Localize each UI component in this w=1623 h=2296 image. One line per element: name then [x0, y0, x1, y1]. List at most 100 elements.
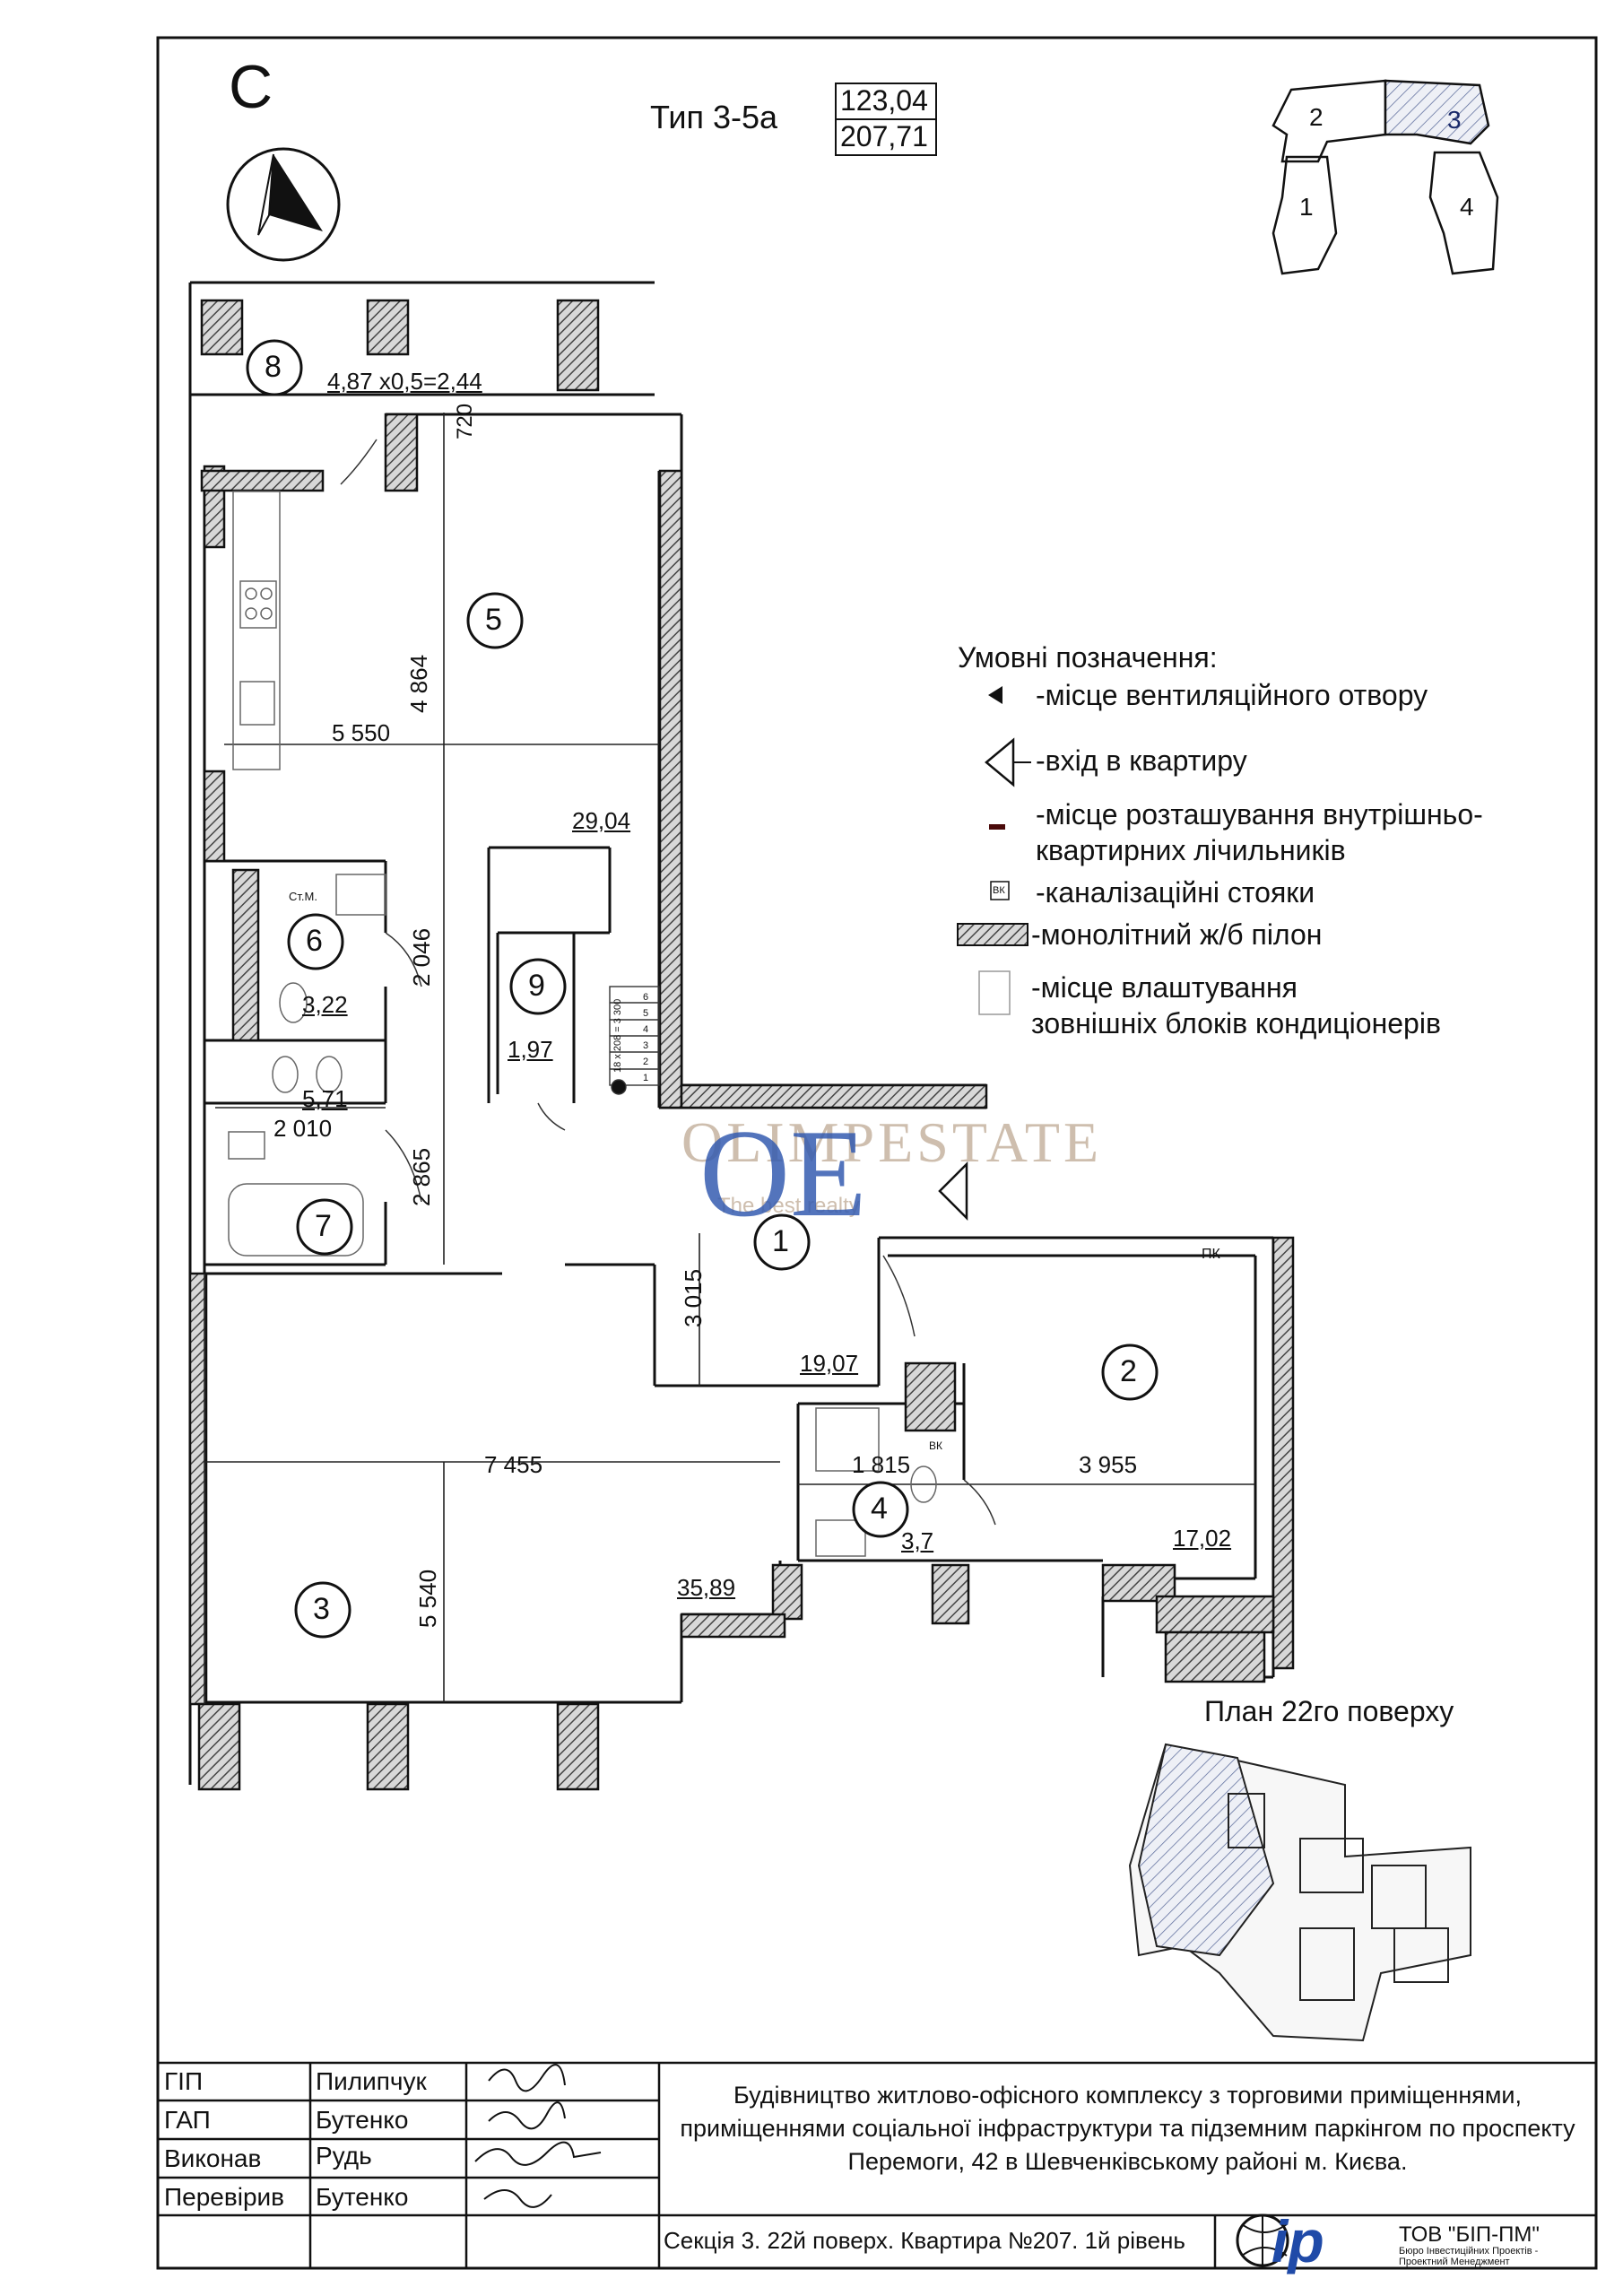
- legend-meters-2: квартирних лічильників: [1036, 834, 1346, 866]
- tb-name-3: Рудь: [316, 2142, 372, 2170]
- room-6-number: 6: [306, 924, 323, 958]
- tb-company-sub2: Проектний Менеджмент: [1399, 2257, 1510, 2267]
- area-box: [835, 83, 937, 156]
- dimension-lines: [204, 413, 1255, 1704]
- dim-1815: 1 815: [852, 1451, 911, 1478]
- watermark-logo: OLIMPESTATE The best realty OE: [681, 1104, 1102, 1243]
- vent-triangle-icon: [988, 686, 1002, 704]
- stair-1: 1: [643, 1073, 649, 1083]
- vk-label: ВК: [929, 1439, 942, 1452]
- north-arrow-icon: [226, 147, 341, 262]
- tb-name-2: Бутенко: [316, 2106, 409, 2134]
- entrance-arrow-icon: [938, 1161, 968, 1222]
- area-bottom: 207,71: [840, 120, 928, 152]
- legend-icons: [957, 686, 1031, 1015]
- entrance-arrow-legend-icon: [985, 737, 1031, 787]
- concrete-pylons: [188, 299, 1295, 1791]
- pylon-hatch-icon: [957, 923, 1028, 946]
- key-section-2: 2: [1309, 103, 1324, 131]
- tb-project-line-2: приміщеннями соціальної інфраструктури т…: [680, 2115, 1575, 2142]
- tb-name-4: Бутенко: [316, 2183, 409, 2211]
- kitchen-counter: [232, 491, 281, 770]
- ac-unit-box-icon: [978, 970, 1011, 1015]
- tb-project-line-3: Перемоги, 42 в Шевченківському районі м.…: [847, 2148, 1408, 2175]
- room-5-area: 29,04: [572, 807, 631, 834]
- room-6-area: 3,22: [302, 991, 348, 1018]
- key-section-3: 3: [1447, 106, 1462, 134]
- section-letter: С: [229, 53, 273, 121]
- tb-project-line-1: Будівництво житлово-офісного комплексу з…: [733, 2082, 1522, 2109]
- room-3-number: 3: [313, 1592, 330, 1626]
- tb-role-1: ГІП: [164, 2067, 204, 2095]
- svg-text:ip: ip: [1271, 2208, 1324, 2274]
- room-2-area: 17,02: [1173, 1525, 1232, 1552]
- mini-floor-plan: [1128, 1743, 1471, 2042]
- stair-3: 3: [643, 1040, 649, 1051]
- bathroom-fixtures: [228, 874, 937, 1557]
- stair-4: 4: [643, 1024, 649, 1035]
- sewer-riser-icon: [990, 881, 1010, 900]
- stair-6: 6: [643, 992, 649, 1003]
- legend-pylon: -монолітний ж/б пілон: [1031, 918, 1323, 951]
- room-1-area: 19,07: [800, 1350, 859, 1377]
- floor-plan-caption: План 22го поверху: [1204, 1695, 1454, 1727]
- legend-ac-2: зовнішніх блоків кондиціонерів: [1031, 1007, 1441, 1039]
- room-1-number: 1: [772, 1224, 789, 1258]
- room-4-area: 3,7: [901, 1527, 934, 1554]
- company-logo-icon: ip: [1236, 2208, 1324, 2274]
- legend-title: Умовні позначення:: [958, 641, 1218, 674]
- dim-3955: 3 955: [1079, 1451, 1138, 1478]
- watermark-tagline: The best realty: [717, 1194, 860, 1218]
- watermark-oe-mark-icon: OE: [699, 1104, 867, 1243]
- room-2-number: 2: [1120, 1354, 1137, 1388]
- tb-role-3: Виконав: [164, 2144, 262, 2172]
- room-8-number: 8: [265, 350, 282, 384]
- legend-sewer: -каналізаційні стояки: [1036, 876, 1315, 909]
- stair-note: 18 x 208 = 3 300: [612, 998, 623, 1073]
- stair-2: 2: [643, 1057, 649, 1067]
- legend-meters-1: -місце розташування внутрішньо-: [1036, 798, 1483, 831]
- legend-entrance: -вхід в квартиру: [1036, 744, 1247, 777]
- meter-bar-icon: [989, 824, 1005, 830]
- tb-name-1: Пилипчук: [316, 2067, 427, 2095]
- stair-5: 5: [643, 1008, 649, 1019]
- tb-company: ТОВ "БІП-ПМ": [1399, 2222, 1540, 2247]
- dim-2010: 2 010: [273, 1115, 333, 1142]
- title-block-grid: [158, 2061, 1596, 2268]
- dim-7455: 7 455: [484, 1451, 543, 1478]
- dim-3015: 3 015: [680, 1268, 707, 1327]
- watermark-brand: OLIMPESTATE: [681, 1110, 1102, 1174]
- key-section-1: 1: [1299, 193, 1314, 221]
- tb-sheet-title: Секція 3. 22й поверх. Квартира №207. 1й …: [664, 2227, 1185, 2254]
- area-top: 123,04: [840, 84, 928, 117]
- dim-2046: 2 046: [408, 927, 435, 987]
- key-section-4: 4: [1460, 193, 1474, 221]
- dim-2865: 2 865: [408, 1147, 435, 1206]
- door-swings: [340, 439, 996, 1526]
- legend-ac-1: -місце влаштування: [1031, 971, 1298, 1004]
- stair-treads: [609, 986, 660, 1095]
- room-8-area: 4,87 x0,5=2,44: [327, 368, 482, 395]
- room-number-circles: [246, 339, 1159, 1639]
- tb-role-2: ГАП: [164, 2106, 211, 2134]
- room-5-number: 5: [485, 603, 502, 637]
- apartment-type: Тип 3-5а: [650, 99, 778, 135]
- tb-company-sub1: Бюро Інвестиційних Проектів -: [1399, 2246, 1539, 2257]
- sheet-border: [156, 36, 1598, 2270]
- legend-vk-icon-text: ВК: [993, 885, 1005, 896]
- legend-vent: -місце вентиляційного отвору: [1036, 679, 1428, 711]
- dim-5540: 5 540: [414, 1569, 441, 1628]
- section-key-plan: [1271, 79, 1499, 275]
- dim-720: 720: [453, 403, 477, 439]
- signatures: [474, 2064, 602, 2208]
- room-9-number: 9: [528, 969, 545, 1003]
- room-4-number: 4: [871, 1492, 888, 1526]
- room-9-area: 1,97: [508, 1036, 553, 1063]
- pk-label: ПК: [1202, 1247, 1220, 1262]
- room-3-area: 35,89: [677, 1574, 736, 1601]
- meter-label: Ст.М.: [289, 890, 317, 903]
- room-7-number: 7: [315, 1209, 332, 1243]
- tb-role-4: Перевірив: [164, 2183, 285, 2211]
- dim-5550: 5 550: [332, 719, 391, 746]
